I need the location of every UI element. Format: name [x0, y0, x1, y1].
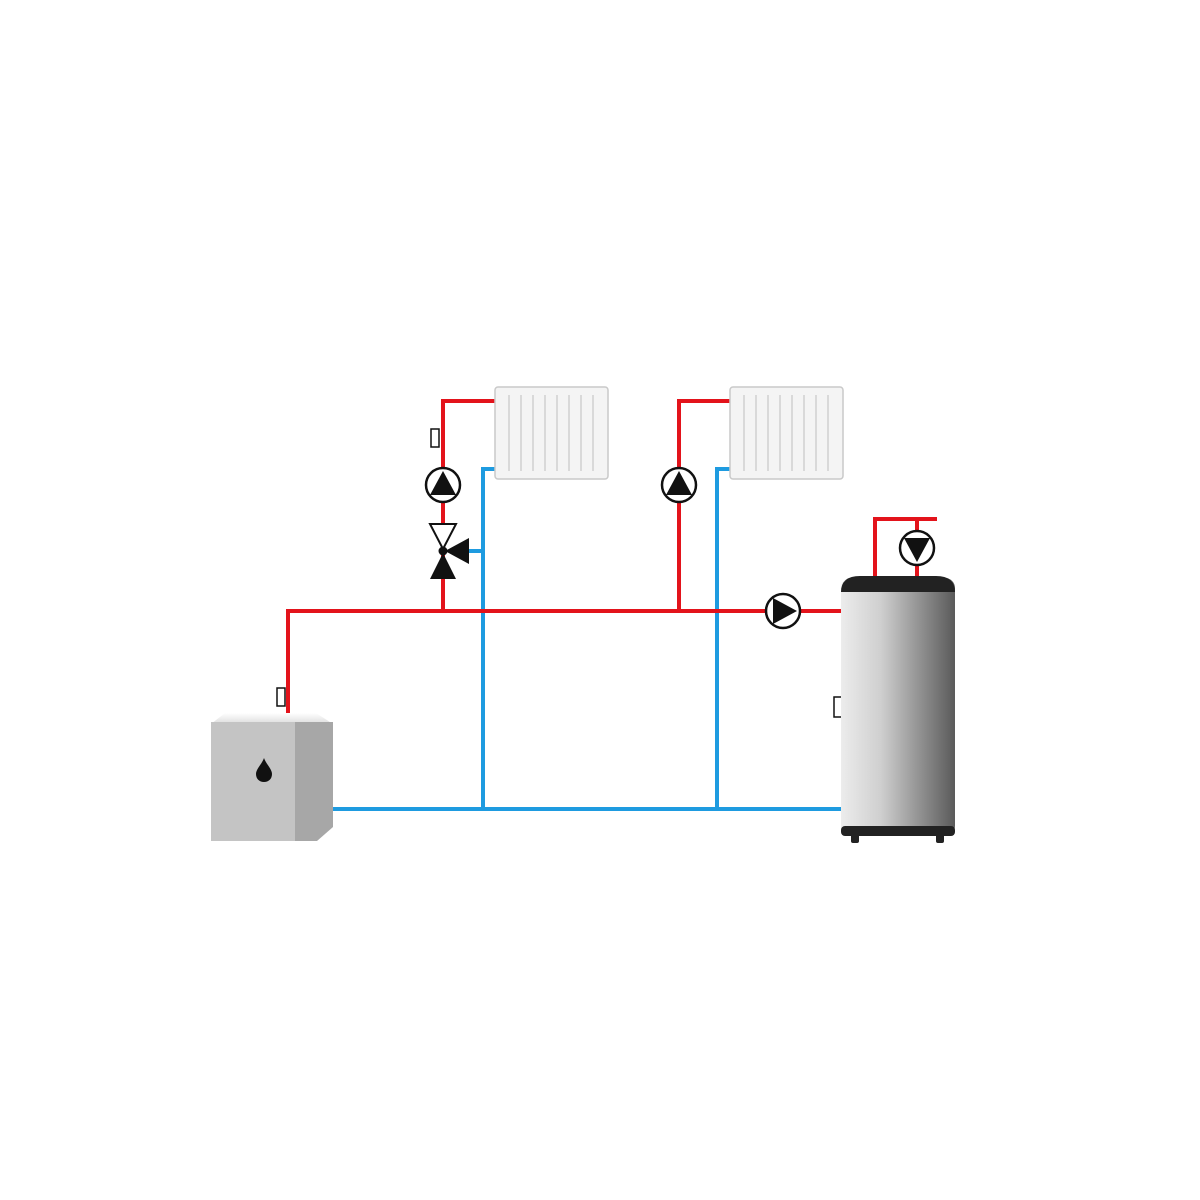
return-pipes — [330, 467, 843, 811]
boiler-side — [295, 722, 333, 841]
pump-arrow-right-icon — [773, 598, 797, 624]
boiler-top — [211, 713, 333, 724]
supply-pipe-circuit-1 — [441, 399, 498, 613]
tank-foot-right — [936, 834, 944, 843]
sensor-tank — [833, 696, 843, 718]
pump-circuit-1 — [424, 466, 462, 504]
pump-arrow-up-icon — [666, 471, 692, 495]
sensor-boiler — [276, 687, 286, 707]
pump-recirculation — [898, 529, 936, 567]
supply-main-pipe — [286, 609, 843, 715]
pump-circuit-2 — [660, 466, 698, 504]
tank-body — [841, 578, 955, 836]
sensor-circuit-1 — [430, 428, 440, 448]
mixing-valve — [428, 523, 469, 579]
valve-side-triangle — [445, 538, 469, 564]
radiator-1 — [494, 386, 609, 480]
supply-pipe-circuit-2 — [677, 399, 733, 613]
boiler-front — [211, 722, 297, 841]
valve-lower-triangle — [430, 553, 456, 579]
valve-upper-triangle — [428, 523, 458, 552]
radiator-2 — [729, 386, 844, 480]
valve-center — [438, 546, 448, 556]
return-pipe-circuit-1 — [481, 467, 498, 811]
hot-water-tank — [841, 576, 955, 843]
pump-arrow-up-icon — [430, 471, 456, 495]
return-pipe-circuit-2 — [715, 467, 733, 811]
boiler — [211, 713, 333, 841]
oil-drop-icon — [256, 758, 272, 782]
pump-tank-charge — [764, 592, 802, 630]
tank-top-cap — [841, 576, 955, 592]
pump-arrow-down-icon — [904, 538, 930, 562]
tank-bottom-band — [841, 826, 955, 836]
tank-foot-left — [851, 834, 859, 843]
